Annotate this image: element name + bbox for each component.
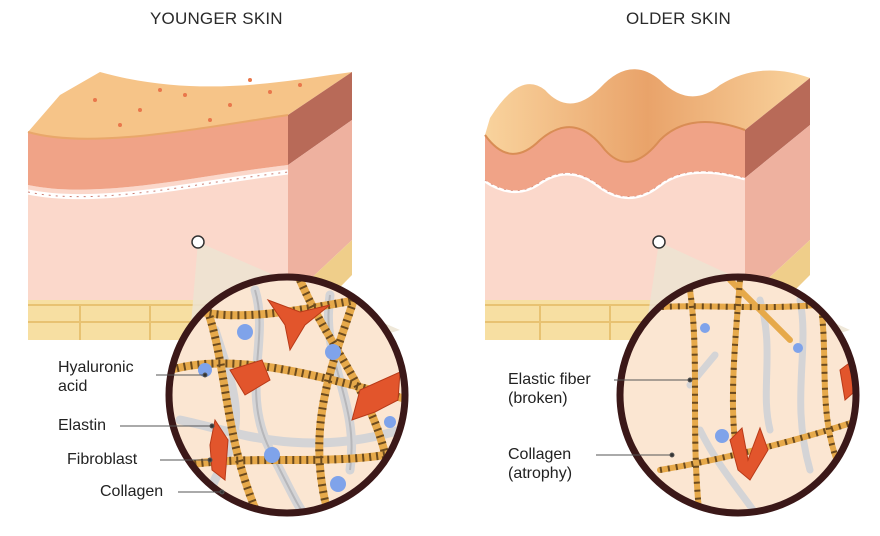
younger-magnified-circle xyxy=(165,273,409,517)
label-hyaluronic-acid: Hyaluronic acid xyxy=(58,358,134,396)
younger-skin-title: YOUNGER SKIN xyxy=(150,9,283,28)
label-hyaluronic-line2: acid xyxy=(58,378,88,395)
older-magnified-circle xyxy=(616,273,860,517)
label-fibroblast: Fibroblast xyxy=(67,451,138,468)
label-elastic-line1: Elastic fiber xyxy=(508,371,591,388)
label-collagen-line1: Collagen xyxy=(508,446,572,463)
label-elastin: Elastin xyxy=(58,417,107,434)
older-skin-title: OLDER SKIN xyxy=(626,9,731,28)
label-elastic-line2: (broken) xyxy=(508,390,568,407)
label-collagen-atrophy: Collagen (atrophy) xyxy=(508,445,572,483)
label-hyaluronic-line1: Hyaluronic xyxy=(58,359,134,376)
label-elastic-fiber-broken: Elastic fiber (broken) xyxy=(508,370,591,408)
label-collagen-line2: (atrophy) xyxy=(508,465,573,482)
label-collagen: Collagen xyxy=(100,483,164,500)
leader-lines xyxy=(120,372,693,495)
